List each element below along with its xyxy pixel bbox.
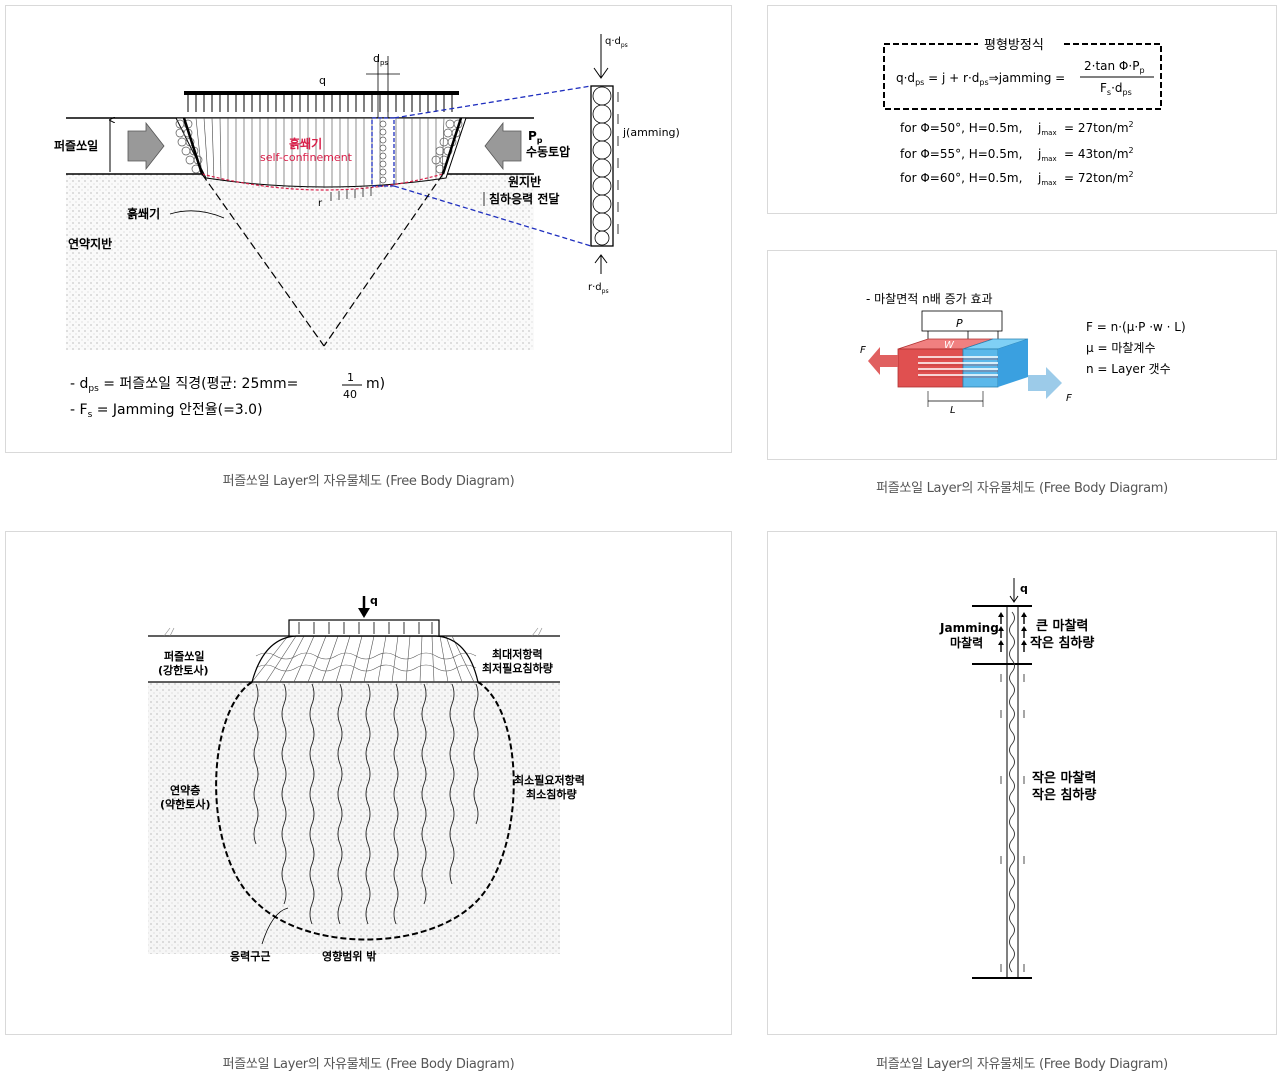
stress-bulb-outline — [215, 681, 515, 941]
panel-column-friction: q Jamming 마찰력 큰 마찰력 작은 침하량 작은 마찰력 작은 침하량 — [767, 531, 1277, 1035]
panel-friction-area: - 마찰면적 n배 증가 효과 P W L F F F = n·(μ·P ·w … — [767, 250, 1277, 460]
label-small-friction: 작은 마찰력 — [1032, 770, 1096, 786]
label-pp: Pp — [528, 129, 543, 145]
fraction-numerator: 2·tan Φ·Pp — [1084, 59, 1145, 75]
equation-title: 평형방정식 — [984, 38, 1044, 53]
note-m: m) — [366, 376, 385, 392]
label-small-settlement-top: 작은 침하량 — [1030, 635, 1094, 651]
label-jamming-friction: 마찰력 — [950, 635, 983, 650]
jmax-row-2: for Φ=55°, H=0.5m, jmax = 43ton/m2 — [900, 146, 1134, 163]
svg-text:= 72ton/m2: = 72ton/m2 — [1064, 170, 1134, 185]
puzzle-column-detail — [590, 85, 614, 247]
note-dps: - dps = 퍼즐쏘일 직경(평균: 25mm= — [70, 376, 298, 394]
svg-text:jmax: jmax — [1037, 171, 1057, 187]
svg-text:= 43ton/m2: = 43ton/m2 — [1064, 146, 1134, 161]
label-r: r — [318, 198, 323, 209]
label-jamming-col: Jamming — [939, 621, 999, 635]
diagram-equilibrium-equation: 평형방정식 q·dps = j + r·dps⇒jamming = 2·tan … — [883, 34, 1162, 187]
svg-text:jmax: jmax — [1037, 121, 1057, 137]
label-w: W — [944, 340, 955, 351]
note-fs: - Fs = Jamming 안전율(=3.0) — [70, 402, 263, 420]
label-puzzle-soil: 퍼즐쏘일 — [54, 138, 98, 153]
friction-eq-3: n = Layer 갯수 — [1086, 362, 1171, 376]
svg-text:for Φ=50°, H=0.5m,: for Φ=50°, H=0.5m, — [900, 121, 1022, 135]
diagram-column-friction: q Jamming 마찰력 큰 마찰력 작은 침하량 작은 마찰력 작은 침하량 — [939, 578, 1096, 979]
caption-1: 퍼즐쏘일 Layer의 자유물체도 (Free Body Diagram) — [222, 474, 515, 489]
label-jamming: j(amming) — [622, 126, 680, 139]
label-qdps-top: q·dps — [605, 36, 628, 49]
diagram-stress-bulb: q 퍼즐쏘일 (강한토사) 최대저항력 최저필요침하량 연약층 (약한토사) 최… — [148, 594, 585, 963]
label-min-settlement: 최소침하량 — [526, 787, 577, 801]
equation-left: q·dps = j + r·dps⇒jamming = — [896, 71, 1065, 87]
label-dps: dps — [373, 52, 388, 67]
soft-ground-area — [66, 174, 534, 350]
jmax-row-3: for Φ=60°, H=0.5m, jmax = 72ton/m2 — [900, 170, 1134, 187]
fraction-denominator: Fs·dps — [1100, 81, 1132, 97]
label-soft-ground: 연약지반 — [68, 236, 112, 251]
soft-layer-area — [148, 682, 560, 954]
caption-3: 퍼즐쏘일 Layer의 자유물체도 (Free Body Diagram) — [222, 1057, 515, 1072]
panel-equilibrium: 평형방정식 q·dps = j + r·dps⇒jamming = 2·tan … — [767, 5, 1277, 214]
label-f-right: F — [1066, 393, 1072, 404]
label-q-bulb: q — [370, 594, 378, 607]
note-frac-num: 1 — [347, 371, 354, 384]
diagram-friction-layers: - 마찰면적 n배 증가 효과 P W L F F F = n·(μ·P ·w … — [860, 292, 1186, 416]
label-confine-ko: 흙쐐기 — [289, 136, 322, 151]
caption-4: 퍼즐쏘일 Layer의 자유물체도 (Free Body Diagram) — [876, 1057, 1168, 1072]
label-min-resistance: 최소필요저항력 — [514, 773, 585, 787]
friction-eq-1: F = n·(μ·P ·w · L) — [1086, 320, 1186, 334]
label-ground: 원지반 — [508, 174, 541, 189]
label-big-friction: 큰 마찰력 — [1036, 618, 1088, 634]
label-max-resistance: 최대저항력 — [492, 647, 543, 661]
load-arrows — [187, 95, 453, 112]
label-puzzle-strong: (강한토사) — [158, 663, 209, 677]
label-passive: 수동토압 — [526, 145, 570, 159]
svg-text:for Φ=55°, H=0.5m,: for Φ=55°, H=0.5m, — [900, 147, 1022, 161]
label-confine-en: self-confinement — [260, 151, 353, 164]
label-stress-bulb: 응력구근 — [230, 950, 270, 963]
label-rdps-bot: r·dps — [588, 282, 609, 295]
label-q: q — [319, 74, 326, 87]
label-min-settlement-req: 최저필요침하량 — [482, 661, 553, 675]
label-l: L — [950, 405, 956, 416]
panel-stress-bulb: q 퍼즐쏘일 (강한토사) 최대저항력 최저필요침하량 연약층 (약한토사) 최… — [5, 531, 732, 1035]
svg-text:jmax: jmax — [1037, 147, 1057, 163]
label-soft-layer: 연약층 — [170, 783, 200, 797]
note-frac-den: 40 — [343, 388, 357, 401]
stress-path-lines — [253, 683, 479, 925]
jmax-row-1: for Φ=50°, H=0.5m, jmax = 27ton/m2 — [900, 120, 1134, 137]
panel-free-body-1: q dps — [5, 5, 732, 453]
label-f-left: F — [860, 345, 866, 356]
label-wedge: 흙쐐기 — [127, 206, 160, 221]
label-puzzle: 퍼즐쏘일 — [164, 649, 204, 663]
label-p: P — [956, 317, 963, 330]
friction-eq-2: μ = 마찰계수 — [1086, 341, 1155, 355]
caption-2: 퍼즐쏘일 Layer의 자유물체도 (Free Body Diagram) — [876, 481, 1168, 496]
diagram-puzzle-soil-confinement: q dps — [54, 34, 680, 420]
friction-title: - 마찰면적 n배 증가 효과 — [866, 292, 993, 306]
label-soft-weak: (약한토사) — [160, 797, 211, 811]
svg-text:for Φ=60°, H=0.5m,: for Φ=60°, H=0.5m, — [900, 171, 1022, 185]
label-outside-range: 영향범위 밖 — [322, 949, 376, 963]
svg-text:= 27ton/m2: = 27ton/m2 — [1064, 120, 1134, 135]
label-small-settlement: 작은 침하량 — [1032, 787, 1096, 803]
label-q-column: q — [1020, 582, 1028, 595]
label-transfer: 침하응력 전달 — [489, 191, 559, 206]
puzzle-layer-hatch — [251, 635, 477, 683]
